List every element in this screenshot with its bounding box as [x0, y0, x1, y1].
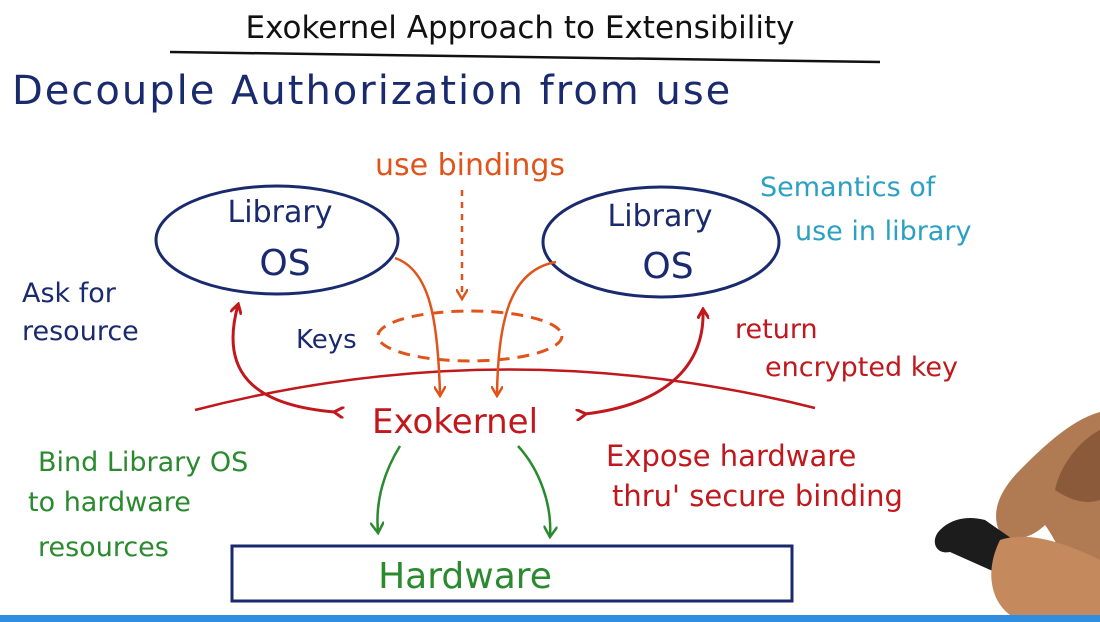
return-key-label-2: encrypted key — [765, 352, 958, 383]
right-binding-arrow — [497, 260, 557, 395]
instructor-hand-image — [934, 412, 1100, 622]
library-os-right-label-2: OS — [642, 246, 693, 287]
semantics-label-2: use in library — [795, 216, 971, 247]
library-os-left — [154, 184, 400, 296]
hardware-label: Hardware — [378, 556, 552, 597]
library-os-right-label-1: Library — [608, 199, 713, 234]
keys-label: Keys — [296, 325, 357, 355]
expose-label-1: Expose hardware — [606, 439, 856, 473]
green-arrow-right — [517, 445, 550, 536]
ask-for-resource-label-1: Ask for — [22, 278, 117, 309]
left-request-arrow — [233, 305, 335, 412]
expose-label-2: thru' secure binding — [612, 479, 903, 513]
use-bindings-label: use bindings — [375, 148, 565, 183]
slide-title: Exokernel Approach to Extensibility — [246, 10, 795, 46]
keys-dashed-ellipse — [376, 309, 564, 363]
exokernel-label: Exokernel — [372, 402, 538, 442]
title-underline — [169, 50, 881, 64]
semantics-label-1: Semantics of — [760, 172, 937, 203]
library-os-left-label-1: Library — [228, 195, 333, 230]
library-os-left-label-2: OS — [259, 243, 310, 284]
bottom-progress-bar — [0, 615, 1100, 622]
slide-subtitle: Decouple Authorization from use — [12, 68, 732, 114]
hardware-box — [230, 544, 794, 603]
bind-label-1: Bind Library OS — [38, 447, 248, 478]
ask-for-resource-label-2: resource — [22, 316, 139, 347]
left-binding-arrow — [394, 256, 440, 395]
right-return-arrow — [585, 310, 703, 414]
bind-label-2: to hardware — [28, 487, 191, 518]
library-os-right — [541, 185, 781, 299]
bind-label-3: resources — [38, 532, 169, 563]
green-arrow-left — [377, 445, 402, 532]
return-key-label-1: return — [735, 314, 818, 345]
